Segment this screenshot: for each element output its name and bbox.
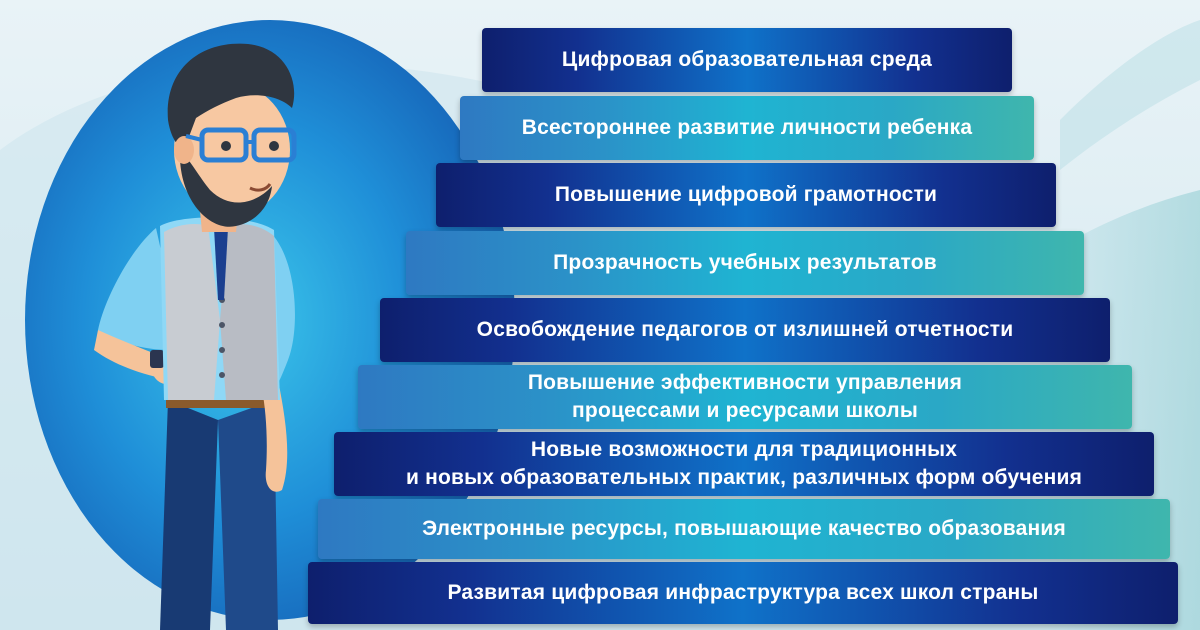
pyramid-level-9: Развитая цифровая инфраструктура всех шк… — [308, 562, 1178, 624]
pyramid-level-7: Новые возможности для традиционных и нов… — [334, 432, 1154, 496]
pyramid-level-5: Освобождение педагогов от излишней отчет… — [380, 298, 1110, 362]
pyramid-level-1: Цифровая образовательная среда — [482, 28, 1012, 92]
pyramid-level-2: Всестороннее развитие личности ребенка — [460, 96, 1034, 160]
pyramid-level-4: Прозрачность учебных результатов — [406, 231, 1084, 295]
teacher-illustration — [94, 43, 297, 630]
pyramid-level-3: Повышение цифровой грамотности — [436, 163, 1056, 227]
pyramid-level-6: Повышение эффективности управления проце… — [358, 365, 1132, 429]
pyramid-level-8: Электронные ресурсы, повышающие качество… — [318, 499, 1170, 559]
